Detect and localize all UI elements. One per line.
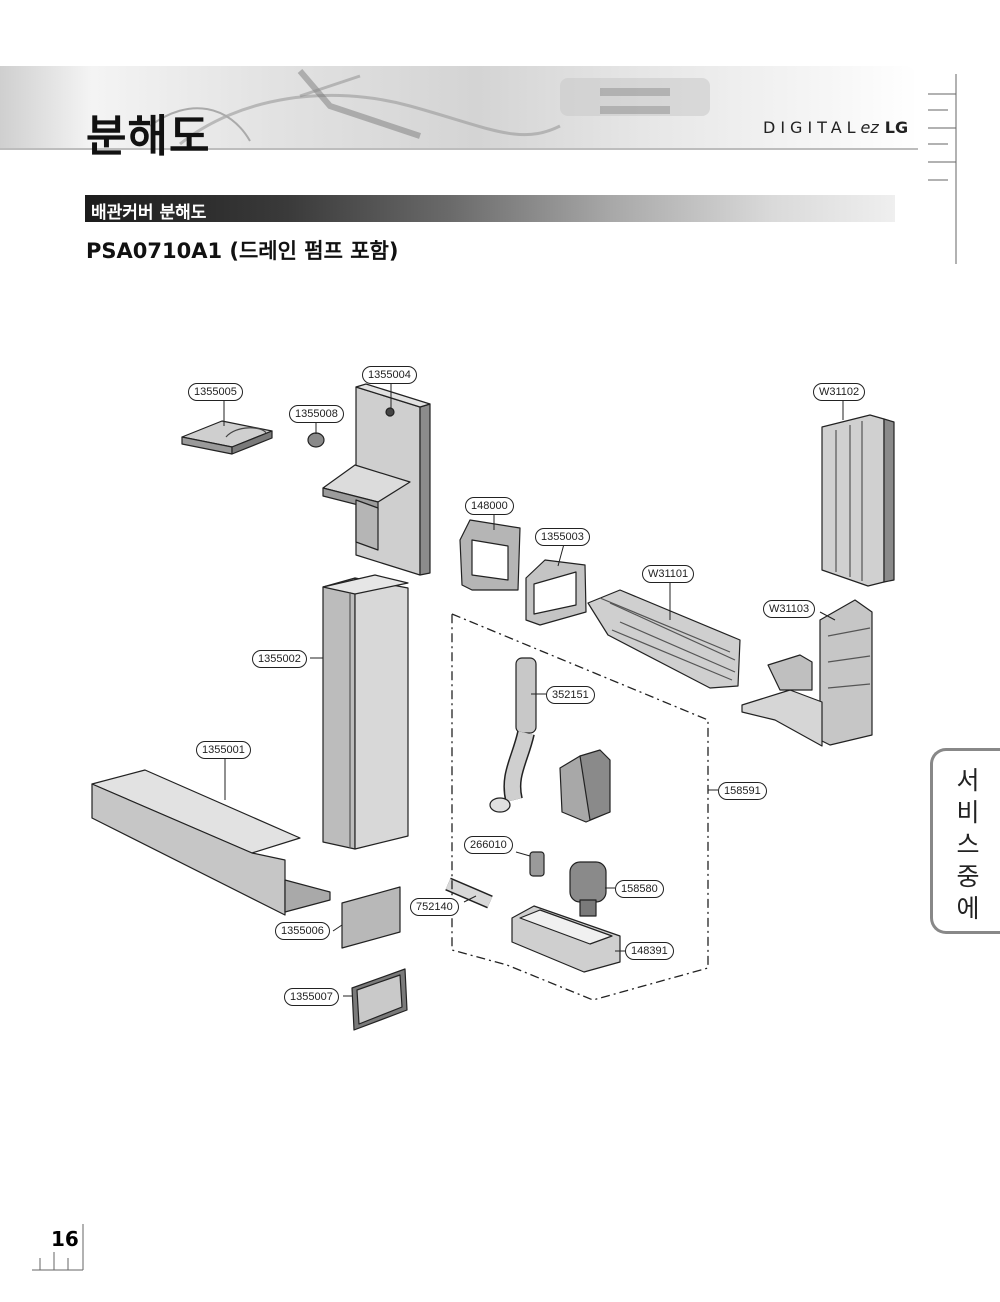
part-label: 148391 bbox=[625, 942, 674, 960]
side-tab-char: 스 bbox=[956, 830, 982, 859]
part-148000 bbox=[459, 519, 521, 591]
page-title: 분해도 bbox=[86, 111, 211, 162]
part-158580 bbox=[569, 861, 607, 917]
side-tab-char: 에 bbox=[956, 894, 982, 923]
part-1355008 bbox=[307, 432, 325, 448]
part-label: 352151 bbox=[546, 686, 595, 704]
right-ruler-decoration bbox=[928, 74, 957, 264]
section-bar: 배관커버 분해도 bbox=[85, 195, 895, 223]
brand-name: DIGITAL bbox=[763, 118, 861, 137]
side-tab-char: 비 bbox=[956, 798, 982, 827]
part-label: W31102 bbox=[813, 383, 866, 401]
bottom-ruler-decoration bbox=[32, 1224, 84, 1271]
part-label: 1355005 bbox=[188, 383, 243, 401]
part-label: 1355006 bbox=[275, 922, 330, 940]
part-pump-housing bbox=[559, 749, 611, 823]
part-label: 1355004 bbox=[362, 366, 417, 384]
part-1355003 bbox=[525, 559, 587, 626]
part-W31102 bbox=[821, 414, 895, 587]
part-W31103 bbox=[741, 599, 873, 747]
part-label: W31103 bbox=[763, 600, 816, 618]
part-352151 bbox=[489, 657, 537, 813]
part-label: W31101 bbox=[642, 565, 695, 583]
part-1355002 bbox=[322, 574, 409, 850]
part-1355007 bbox=[351, 968, 408, 1031]
part-752140 bbox=[445, 877, 493, 909]
header-banner bbox=[0, 66, 918, 150]
part-W31101 bbox=[587, 589, 741, 689]
part-1355001 bbox=[91, 769, 331, 916]
header-decoration bbox=[149, 69, 710, 146]
part-1355004 bbox=[322, 383, 431, 576]
part-label: 1355007 bbox=[284, 988, 339, 1006]
part-label: 752140 bbox=[410, 898, 459, 916]
model-title: PSA0710A1 (드레인 펌프 포함) bbox=[86, 239, 399, 263]
part-label: 1355002 bbox=[252, 650, 307, 668]
part-label: 158591 bbox=[718, 782, 767, 800]
part-label: 1355008 bbox=[289, 405, 344, 423]
part-label: 266010 bbox=[464, 836, 513, 854]
section-title: 배관커버 분해도 bbox=[91, 203, 207, 223]
part-label: 148000 bbox=[465, 497, 514, 515]
brand-lg: LG bbox=[884, 118, 909, 137]
part-148391 bbox=[511, 905, 621, 973]
part-1355006 bbox=[341, 886, 401, 949]
part-label: 1355003 bbox=[535, 528, 590, 546]
brand-ez: ez bbox=[860, 118, 879, 137]
side-tab-char: 중 bbox=[956, 862, 982, 891]
page-number: 16 bbox=[51, 1227, 79, 1251]
brand-logo: DIGITALez LG bbox=[763, 118, 908, 137]
part-label: 1355001 bbox=[196, 741, 251, 759]
part-label: 158580 bbox=[615, 880, 664, 898]
side-tab-char: 서 bbox=[956, 766, 982, 795]
part-1355005 bbox=[181, 420, 273, 455]
part-266010 bbox=[529, 851, 545, 877]
